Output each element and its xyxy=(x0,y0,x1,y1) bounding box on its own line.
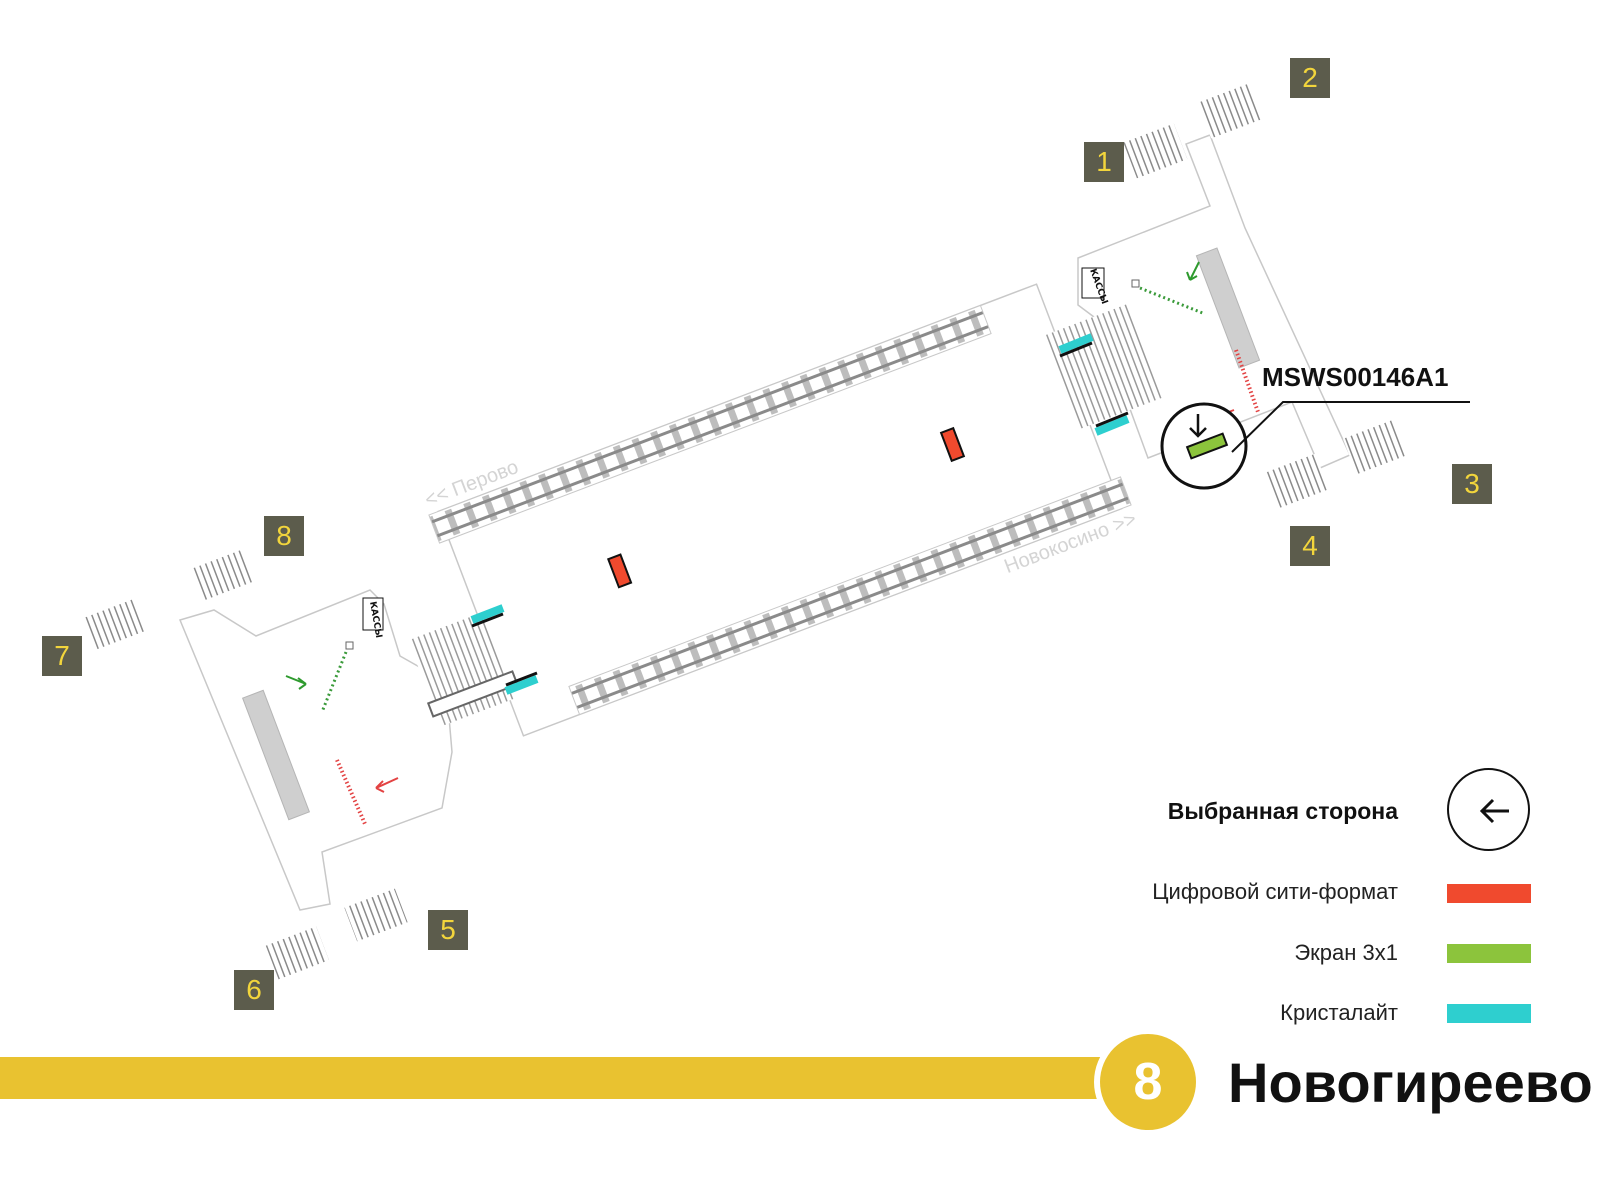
digital-city-format-right xyxy=(939,426,966,463)
vestibule-left-outline xyxy=(178,589,453,911)
turnstiles-entry-right xyxy=(1139,286,1206,316)
stairs-exit-7 xyxy=(82,599,146,651)
crystalight-right-upper-edge xyxy=(1059,341,1093,358)
exit-badge-7[interactable]: 7 xyxy=(42,636,82,676)
legend-digital-city-format-label: Цифровой сити-формат xyxy=(1152,879,1398,904)
crystalight-right-lower xyxy=(1094,415,1130,436)
kiosk-left xyxy=(241,689,311,821)
stairs-exit-4 xyxy=(1265,453,1329,509)
turnstile-node-right xyxy=(1131,279,1140,288)
crystalight-left-upper xyxy=(470,604,505,624)
exit-badge-2[interactable]: 2 xyxy=(1290,58,1330,98)
legend-selected-side-symbol xyxy=(1447,768,1530,851)
crystalight-left-lower xyxy=(504,675,539,695)
exit-badge-3[interactable]: 3 xyxy=(1452,464,1492,504)
crystalight-left-upper-edge xyxy=(471,612,504,628)
selected-screen-marker[interactable] xyxy=(1160,401,1470,490)
turnstiles-entry-left xyxy=(320,651,348,713)
stairs-exit-6 xyxy=(265,926,329,980)
stairs-exit-2 xyxy=(1197,83,1262,139)
stairs-exit-8 xyxy=(191,549,255,601)
vestibule-right: КАССЫ xyxy=(1044,83,1407,509)
entry-arrow-right-icon xyxy=(1186,261,1200,281)
legend-crystalight-label: Кристалайт xyxy=(1280,1000,1398,1025)
exit-badge-4[interactable]: 4 xyxy=(1290,526,1330,566)
exit-badge-5[interactable]: 5 xyxy=(428,910,468,950)
crystalight-right-upper xyxy=(1058,333,1094,354)
ticket-office-right xyxy=(1081,267,1105,299)
turnstiles-exit-right xyxy=(1234,349,1260,413)
entry-arrow-left-icon xyxy=(285,675,307,690)
metro-line-bar xyxy=(0,1057,1110,1099)
legend-screen-3x1-swatch xyxy=(1447,944,1531,963)
exit-badge-6[interactable]: 6 xyxy=(234,970,274,1010)
line-number-badge: 8 xyxy=(1100,1034,1196,1130)
platform-outline xyxy=(437,283,1123,737)
track-lower xyxy=(568,476,1132,716)
crystalight-left-lower-edge xyxy=(505,671,538,687)
legend-screen-3x1-label: Экран 3x1 xyxy=(1294,940,1398,965)
ticket-office-left xyxy=(362,597,384,631)
stairs-exit-1 xyxy=(1123,123,1188,179)
escalator-stairs-right xyxy=(1044,303,1164,430)
stairs-exit-3 xyxy=(1343,419,1407,475)
digital-city-format-left xyxy=(606,553,633,589)
exit-badge-8[interactable]: 8 xyxy=(264,516,304,556)
selected-side-arrow-icon xyxy=(1189,414,1207,438)
legend-digital-city-format-swatch xyxy=(1447,884,1531,903)
left-arrow-icon xyxy=(1479,798,1509,824)
platform-group: << Перово Новокосино >> xyxy=(422,283,1139,737)
location-code-label: MSWS00146A1 xyxy=(1262,362,1449,392)
callout-leader-line xyxy=(1231,401,1470,453)
screen-3x1-marker xyxy=(1185,432,1229,460)
stairs-exit-5 xyxy=(344,888,408,942)
crystalight-right-lower-edge xyxy=(1095,411,1129,428)
track-upper xyxy=(428,304,992,544)
kiosk-right xyxy=(1195,247,1261,369)
exit-badge-1[interactable]: 1 xyxy=(1084,142,1124,182)
legend-selected-side-label: Выбранная сторона xyxy=(1167,798,1398,824)
exit-arrow-left-icon xyxy=(375,777,399,793)
station-name: Новогиреево xyxy=(1228,1051,1593,1114)
legend-crystalight-swatch xyxy=(1447,1004,1531,1023)
escalator-band-left xyxy=(426,670,519,718)
vestibule-left: КАССЫ xyxy=(82,549,539,980)
turnstile-node-left xyxy=(345,641,354,650)
escalator-stairs-left xyxy=(408,612,516,727)
